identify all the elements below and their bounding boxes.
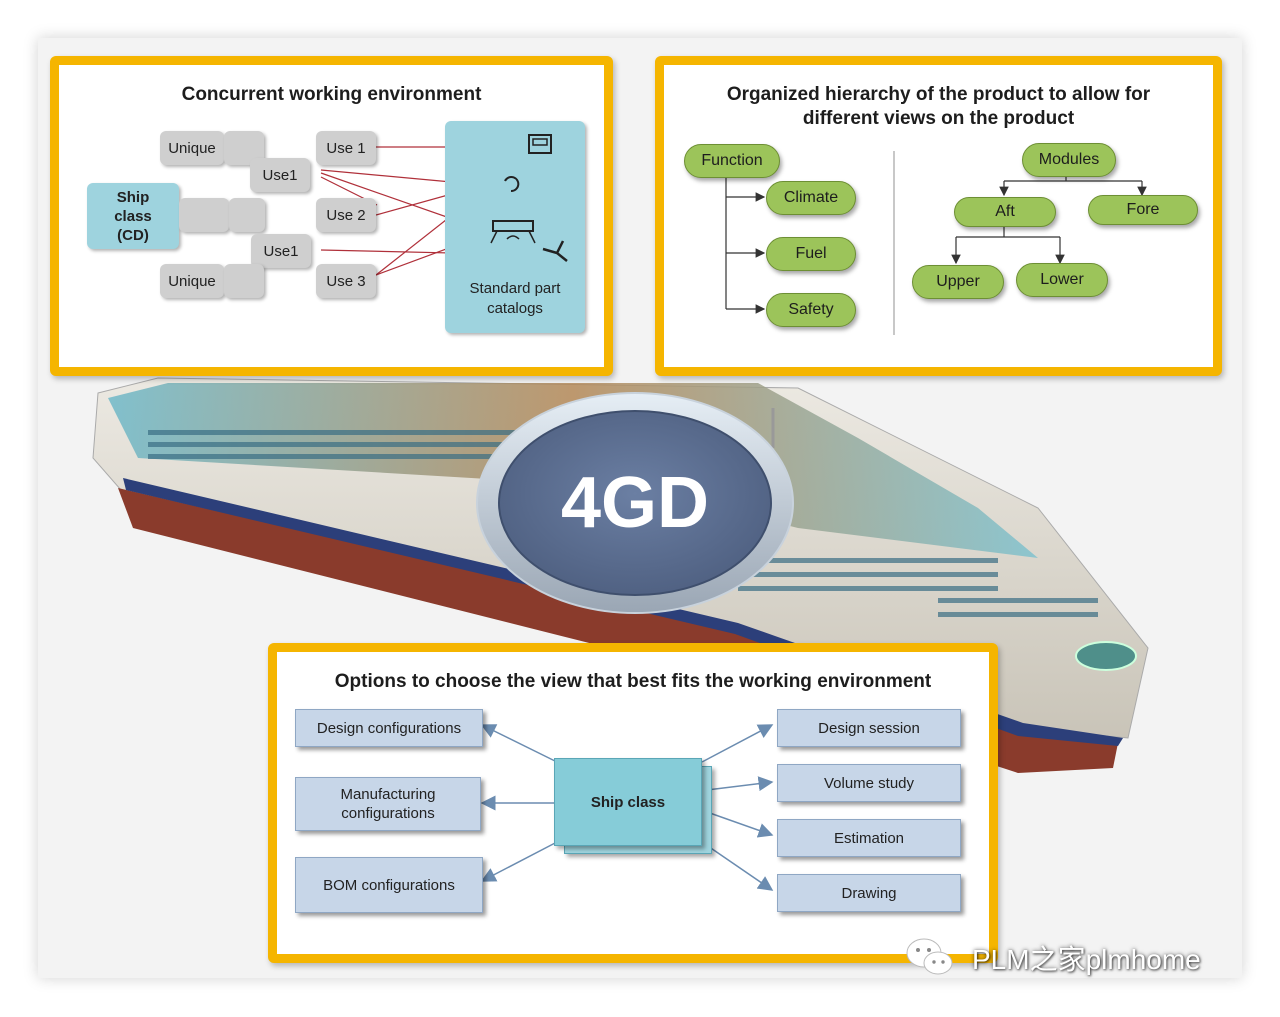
option-connectors <box>480 724 774 891</box>
concurrent-environment-panel: Concurrent working environment Unique Us… <box>50 56 613 376</box>
ship-class-cd-node: Ship class (CD) <box>87 183 179 249</box>
climate-node: Climate <box>766 181 856 215</box>
figure-canvas: 4GD Concurrent working environment Uniqu… <box>38 38 1242 978</box>
panel-title: Options to choose the view that best fit… <box>334 671 932 692</box>
panel-title-line-1: Organized hierarchy of the product to al… <box>726 84 1151 105</box>
grey-spacer-node-2 <box>229 198 265 232</box>
manufacturing-configurations-option: Manufacturing configurations <box>295 777 481 831</box>
ship-class-hub: Ship class <box>554 758 702 846</box>
upper-node: Upper <box>912 265 1004 299</box>
use-1-node: Use 1 <box>316 131 376 165</box>
view-options-panel: Options to choose the view that best fit… <box>268 643 998 963</box>
pipe-part-icon <box>492 220 534 232</box>
design-session-option: Design session <box>777 709 961 747</box>
use1-node-bottom: Use1 <box>251 234 311 268</box>
propeller-part-icon <box>542 240 568 262</box>
panel-title: Concurrent working environment <box>181 84 482 105</box>
catalog-part-icons <box>490 134 568 262</box>
fuel-node: Fuel <box>766 237 856 271</box>
lower-node: Lower <box>1016 263 1108 297</box>
unique-node-bottom: Unique <box>160 264 224 298</box>
design-configurations-option: Design configurations <box>295 709 483 747</box>
4gd-badge-label: 4GD <box>560 463 710 543</box>
catalog-label: Standard part catalogs <box>469 280 561 317</box>
machine-part-icon <box>528 134 552 154</box>
fore-node: Fore <box>1088 195 1198 225</box>
volume-study-option: Volume study <box>777 764 961 802</box>
use1-node-top: Use1 <box>250 158 310 192</box>
panel-title-line-2: different views on the product <box>802 108 1075 129</box>
aft-node: Aft <box>954 197 1056 227</box>
function-node: Function <box>684 144 780 178</box>
unique-node-top: Unique <box>160 131 224 165</box>
bom-configurations-option: BOM configurations <box>295 857 483 913</box>
safety-node: Safety <box>766 293 856 327</box>
estimation-option: Estimation <box>777 819 961 857</box>
use-3-node: Use 3 <box>316 264 376 298</box>
unique-node-bottom-back <box>224 264 264 298</box>
standard-part-catalog-node: Standard part catalogs <box>445 121 585 333</box>
use-2-node: Use 2 <box>316 198 376 232</box>
modules-node: Modules <box>1022 143 1116 177</box>
watermark-text: PLM之家plmhome <box>972 944 1201 975</box>
wechat-icon <box>906 938 953 975</box>
hook-part-icon <box>504 176 520 193</box>
drawing-option: Drawing <box>777 874 961 912</box>
grey-spacer-node <box>179 198 229 232</box>
product-hierarchy-panel: Organized hierarchy of the product to al… <box>655 56 1222 376</box>
